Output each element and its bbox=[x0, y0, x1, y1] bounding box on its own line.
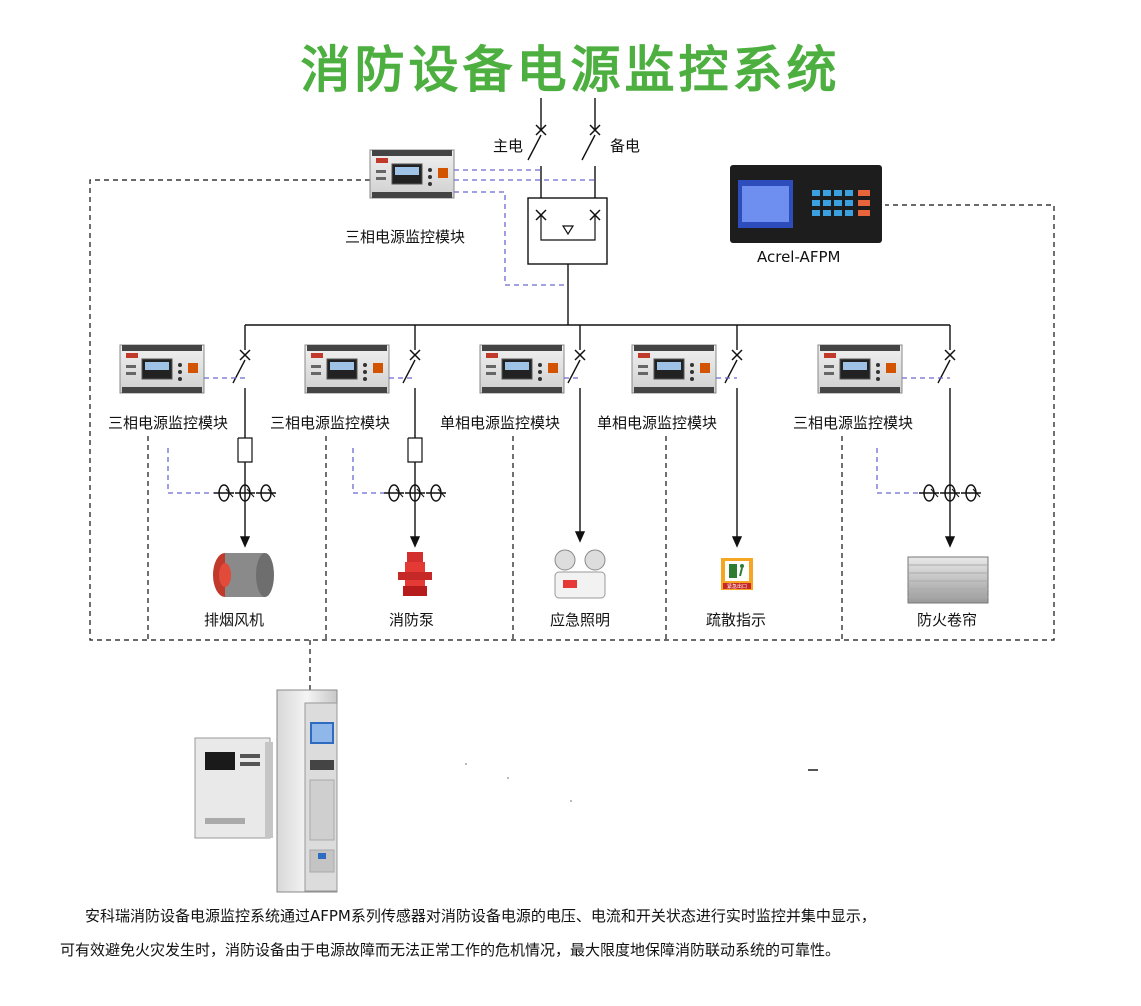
branch-5-circuit bbox=[937, 325, 956, 548]
description-line-2: 可有效避免火灾发生时，消防设备由于电源故障而无法正常工作的危机情况，最大限度地保… bbox=[60, 941, 841, 959]
module-label-3: 单相电源监控模块 bbox=[440, 414, 561, 432]
description: 安科瑞消防设备电源监控系统通过AFPM系列传感器对消防设备电源的电压、电流和开关… bbox=[60, 899, 1130, 967]
cabinet-image bbox=[276, 689, 338, 893]
load-label-fire-pump: 消防泵 bbox=[389, 611, 435, 629]
wall-panel-image bbox=[194, 737, 273, 839]
top-module-label: 三相电源监控模块 bbox=[345, 228, 466, 246]
main-power-label: 主电 bbox=[493, 137, 524, 155]
branch-2-signal bbox=[352, 377, 415, 494]
module-label-1: 三相电源监控模块 bbox=[108, 414, 229, 432]
branch-4-circuit bbox=[724, 325, 743, 548]
description-line-1: 安科瑞消防设备电源监控系统通过AFPM系列传感器对消防设备电源的电压、电流和开关… bbox=[85, 907, 876, 925]
controller-label: Acrel-AFPM bbox=[757, 248, 841, 266]
acrel-afpm-controller bbox=[730, 165, 882, 243]
top-module-signal-lines bbox=[454, 169, 595, 286]
ats-box bbox=[527, 197, 608, 325]
fire-pump-image bbox=[398, 552, 432, 596]
backup-power-feed bbox=[581, 98, 601, 200]
load-label-emergency-light: 应急照明 bbox=[550, 611, 611, 629]
smoke-fan-image bbox=[213, 553, 274, 597]
module-label-5: 三相电源监控模块 bbox=[793, 414, 914, 432]
exit-sign-text: 紧急出口 bbox=[727, 583, 747, 590]
main-power-feed bbox=[527, 98, 547, 200]
load-label-exit-sign: 疏散指示 bbox=[706, 611, 767, 629]
load-label-smoke-fan: 排烟风机 bbox=[204, 611, 265, 629]
branch-2-circuit bbox=[402, 325, 423, 548]
backup-power-label: 备电 bbox=[610, 137, 641, 155]
branch-1-circuit bbox=[232, 325, 253, 548]
branch-5-signal bbox=[876, 377, 950, 494]
page-title: 消防设备电源监控系统 bbox=[300, 41, 841, 99]
module-label-4: 单相电源监控模块 bbox=[597, 414, 718, 432]
branch-modules bbox=[119, 344, 903, 394]
emergency-light-image bbox=[554, 549, 606, 599]
section-dividers bbox=[147, 436, 843, 640]
exit-sign-image bbox=[721, 558, 753, 590]
load-label-fire-shutter: 防火卷帘 bbox=[917, 611, 978, 629]
branch-3-circuit bbox=[567, 325, 586, 543]
scan-dots bbox=[465, 763, 818, 802]
fire-shutter-image bbox=[907, 556, 989, 604]
module-label-2: 三相电源监控模块 bbox=[270, 414, 391, 432]
branch-1-signal bbox=[167, 377, 245, 494]
top-three-phase-module bbox=[369, 149, 455, 199]
